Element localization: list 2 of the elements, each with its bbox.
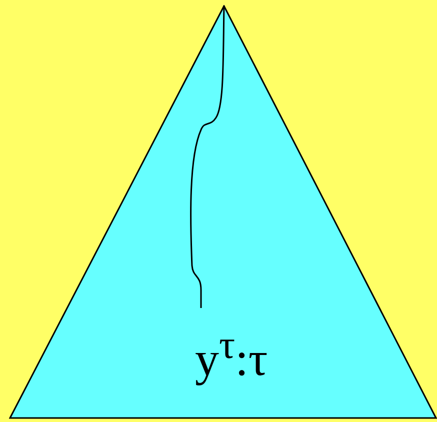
formula-label: y$^{τ}$:τ [195,325,268,384]
path-curve [190,6,225,308]
